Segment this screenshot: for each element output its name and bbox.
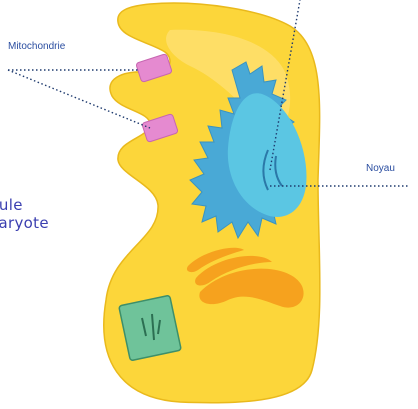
cell-title-line-2: caryote xyxy=(0,214,49,232)
vacuole xyxy=(119,295,182,361)
label-mitochondrie: Mitochondrie xyxy=(8,41,65,52)
cell-title-line-1: llule xyxy=(0,196,23,214)
label-noyau: Noyau xyxy=(366,163,395,174)
